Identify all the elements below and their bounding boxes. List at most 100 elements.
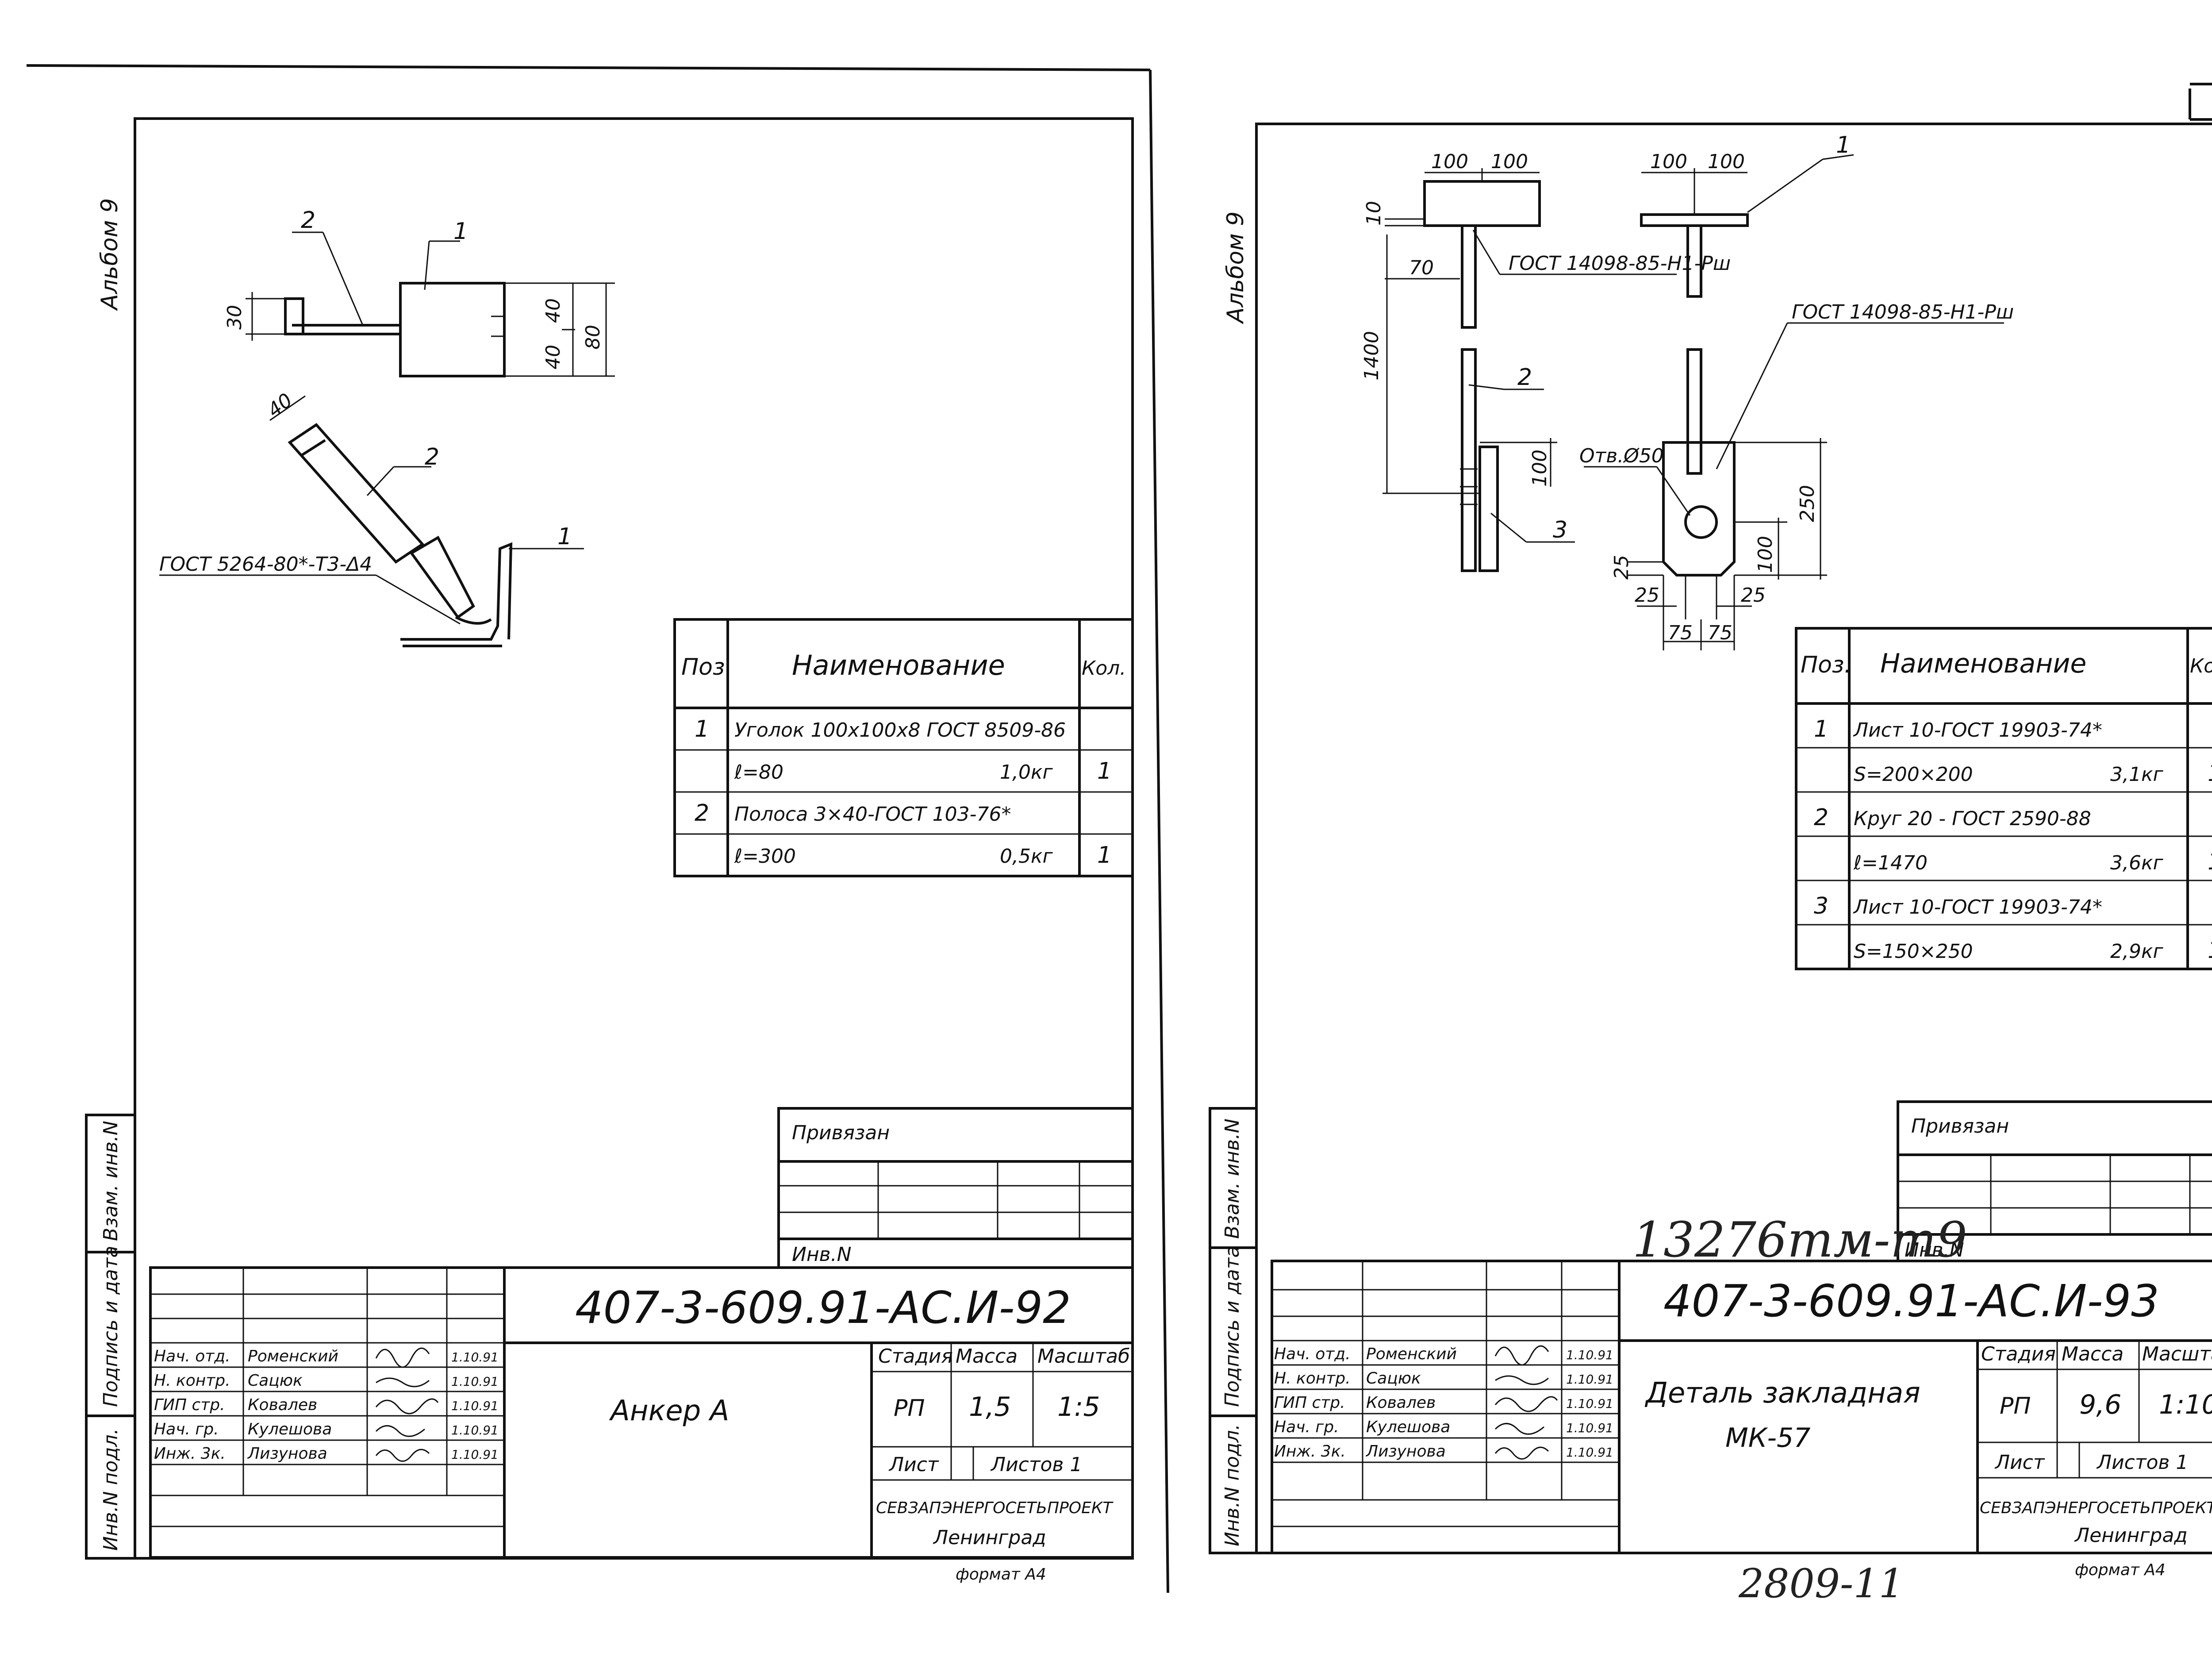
left-date-1: 1.10.91	[451, 1350, 499, 1365]
left-date-5: 1.10.91	[451, 1447, 499, 1462]
right-scale: 1:10	[2159, 1389, 2212, 1420]
left-spec-r2-name: ℓ=80	[734, 761, 783, 784]
right-frame	[1255, 123, 2212, 1554]
right-spec-r4-qty: 1	[2208, 849, 2212, 875]
left-signature-1	[375, 1347, 430, 1368]
left-signature-3	[375, 1398, 439, 1414]
callout-2-section: 2	[425, 444, 439, 470]
left-side-label-sign: Подпись и дата	[100, 1246, 122, 1407]
right-spec-r4-mass: 3,6кг	[2110, 852, 2164, 874]
left-side-label-inv: Инв.N подл.	[100, 1428, 122, 1551]
right-city: Ленинград	[2074, 1524, 2188, 1547]
left-album-label: Альбом 9	[96, 198, 123, 311]
right-date-5: 1.10.91	[1566, 1445, 1613, 1460]
left-role-2: Н. контр.	[154, 1372, 230, 1390]
right-spec-r6-name: S=150×250	[1854, 940, 1973, 963]
left-scale-header: Масштаб	[1037, 1345, 1130, 1368]
right-spec-r6-qty: 1	[2208, 937, 2212, 964]
right-spec-r1-name: Лист 10-ГОСТ 19903-74*	[1853, 719, 2102, 742]
left-sheets-label: Листов 1	[990, 1453, 1082, 1476]
dim-100-a: 100	[1431, 150, 1468, 173]
right-date-4: 1.10.91	[1566, 1421, 1613, 1435]
callout-2-top: 2	[301, 207, 315, 234]
left-stage: РП	[894, 1395, 925, 1422]
right-name-2: Сацюк	[1366, 1369, 1421, 1388]
left-name-3: Ковалев	[248, 1396, 317, 1414]
right-role-1: Нач. отд.	[1274, 1345, 1351, 1363]
left-doc-code: 407-3-609.91-АС.И-92	[575, 1282, 1071, 1334]
dim-100-e: 100	[1528, 450, 1551, 487]
right-sheet-label: Лист	[1994, 1451, 2045, 1474]
right-name-4: Кулешова	[1366, 1418, 1450, 1436]
dim-10: 10	[1363, 201, 1385, 226]
right-role-2: Н. контр.	[1274, 1369, 1351, 1388]
left-side-label-vzam: Взам. инв.N	[100, 1121, 122, 1241]
right-date-2: 1.10.91	[1566, 1372, 1613, 1387]
dim-75-a: 75	[1668, 622, 1693, 644]
callout-1-top: 1	[453, 218, 468, 245]
right-name-5: Лизунова	[1365, 1442, 1446, 1461]
dim-25-b: 25	[1741, 584, 1766, 607]
dim-40-strip: 40	[263, 389, 297, 422]
weld-note-a: ГОСТ 14098-85-Н1-Рш	[1509, 252, 1731, 275]
left-date-4: 1.10.91	[451, 1423, 499, 1438]
right-spec-r6-mass: 2,9кг	[2110, 940, 2164, 963]
left-spec-r3-pos: 2	[695, 800, 709, 826]
anchor-top-view: 30 40 40 80 2 1	[223, 207, 615, 377]
right-name-1: Роменский	[1366, 1345, 1457, 1363]
dim-75-b: 75	[1708, 622, 1732, 644]
weld-note: ГОСТ 5264-80*-Т3-Δ4	[159, 553, 372, 576]
left-scale: 1:5	[1057, 1391, 1100, 1422]
right-role-5: Инж. 3к.	[1274, 1442, 1346, 1461]
dim-70: 70	[1409, 257, 1434, 279]
sheet-fold-line	[1149, 69, 1169, 1593]
right-sheet: Инв.N подл. Подпись и дата Взам. инв.N А…	[1209, 123, 2212, 1607]
right-spec-r2-qty: 1	[2208, 760, 2212, 787]
left-name-2: Сацюк	[248, 1372, 303, 1390]
left-date-2: 1.10.91	[451, 1374, 499, 1389]
left-signature-4	[375, 1425, 425, 1437]
right-title-line1: Деталь закладная	[1644, 1377, 1920, 1410]
sheet-top-edge-left	[26, 64, 1151, 71]
right-date-1: 1.10.91	[1566, 1348, 1613, 1362]
right-signature-5	[1494, 1446, 1549, 1460]
right-title-line2: МК-57	[1725, 1422, 1810, 1453]
right-spec-r5-name: Лист 10-ГОСТ 19903-74*	[1853, 896, 2102, 919]
right-spec-r3-pos: 2	[1814, 804, 1828, 831]
dim-80: 80	[582, 325, 604, 350]
left-spec-r3-name: Полоса 3×40-ГОСТ 103-76*	[734, 803, 1011, 826]
left-title: Анкер А	[609, 1395, 729, 1427]
right-spec-table: Поз. Наименование Кол. 1 Лист 10-ГОСТ 19…	[1795, 627, 2212, 970]
left-spec-header-name: Наименование	[792, 649, 1005, 681]
right-spec-header-qty: Кол.	[2190, 655, 2212, 677]
dim-100-f: 100	[1754, 536, 1777, 573]
left-spec-r2-mass: 1,0кг	[1000, 761, 1053, 784]
dim-100-d: 100	[1708, 150, 1745, 173]
callout-2-right: 2	[1517, 364, 1532, 391]
angle-plate	[399, 282, 506, 377]
right-stage-header: Стадия	[1981, 1343, 2056, 1365]
right-role-3: ГИП стр.	[1274, 1394, 1345, 1412]
callout-3-right: 3	[1553, 517, 1567, 543]
left-privyazan-label: Привязан	[792, 1122, 890, 1144]
left-role-4: Нач. гр.	[154, 1420, 219, 1438]
right-privyazan-block: Привязан Инв.N	[1897, 1100, 2212, 1262]
right-stage: РП	[2000, 1393, 2031, 1419]
hole-label: Отв.Ø50	[1579, 445, 1664, 467]
left-spec-header-pos: Поз.	[681, 654, 732, 680]
right-doc-code: 407-3-609.91-АС.И-93	[1663, 1275, 2159, 1327]
dim-30: 30	[223, 305, 246, 330]
right-album-label: Альбом 9	[1222, 211, 1249, 324]
weld-note-b: ГОСТ 14098-85-Н1-Рш	[1792, 301, 2014, 323]
left-signature-2	[376, 1377, 430, 1388]
left-spec-header-qty: Кол.	[1082, 657, 1126, 680]
right-spec-r4-name: ℓ=1470	[1853, 852, 1928, 874]
right-spec-header-pos: Поз.	[1801, 652, 1851, 678]
right-org: СЕВЗАПЭНЕРГОСЕТЬПРОЕКТ	[1980, 1499, 2212, 1517]
dim-40-lower: 40	[542, 345, 565, 369]
right-side-strip	[1209, 1107, 1258, 1554]
embedded-part-front-view: 100 100 1 75 75 25 25 25	[1579, 132, 2014, 650]
right-format: формат А4	[2075, 1561, 2166, 1579]
left-mass: 1,5	[969, 1391, 1011, 1422]
bottom-code: 2809-11	[1738, 1561, 1904, 1607]
